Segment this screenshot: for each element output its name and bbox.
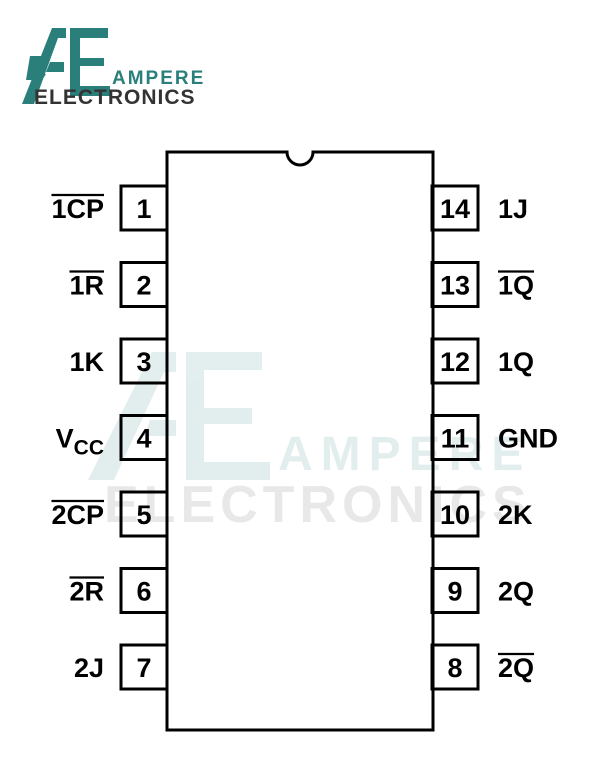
pin-number: 6 bbox=[136, 577, 151, 607]
pin-label: 1Q bbox=[498, 271, 534, 301]
pin-box bbox=[430, 414, 480, 461]
pin-7: 7 2J bbox=[74, 643, 169, 691]
pin-5: 5 2CP bbox=[51, 490, 169, 538]
pin-label-text: 2R bbox=[69, 577, 104, 607]
pin-label-text: 1J bbox=[498, 194, 528, 224]
pin-label-text: 1K bbox=[69, 347, 104, 377]
pin-box bbox=[119, 567, 169, 614]
logo-bolt-icon bbox=[26, 56, 46, 102]
pin-label: 2Q bbox=[498, 653, 534, 683]
pin-number: 9 bbox=[447, 577, 462, 607]
pin-box bbox=[430, 261, 480, 308]
pin-label-text: 2Q bbox=[498, 653, 534, 683]
pin-2: 2 1R bbox=[69, 261, 169, 308]
pin-label-text: 1R bbox=[69, 271, 104, 301]
pin-label-text: 2Q bbox=[498, 577, 534, 607]
watermark-ampere: AMPERE bbox=[278, 428, 531, 481]
pin-number: 2 bbox=[136, 271, 151, 301]
pin-label-subscript: CC bbox=[74, 437, 104, 460]
pin-label-text: 2J bbox=[74, 653, 104, 683]
logo: AMPERE ELECTRONICS bbox=[22, 28, 205, 109]
pin-box bbox=[119, 261, 169, 308]
logo-ampere-text: AMPERE bbox=[112, 68, 205, 89]
pin-label-text: 2K bbox=[498, 500, 533, 530]
pin-number: 4 bbox=[136, 424, 151, 454]
pin-number: 8 bbox=[447, 653, 462, 683]
pin-box bbox=[119, 490, 169, 538]
pin-1: 1 1CP bbox=[51, 184, 169, 232]
pin-label: 1K bbox=[69, 347, 104, 377]
pin-number: 10 bbox=[440, 500, 470, 530]
pin-number: 5 bbox=[136, 500, 151, 530]
pin-label: 1CP bbox=[51, 194, 104, 224]
ic-body bbox=[165, 150, 435, 732]
pin-number: 3 bbox=[136, 347, 151, 377]
pin-12: 12 1Q bbox=[430, 337, 534, 385]
pin-4: 4 VCC bbox=[56, 414, 169, 461]
pin-label-text: 2CP bbox=[51, 500, 104, 530]
watermark-electronics: ELECTRONICS bbox=[104, 476, 532, 534]
pin-number: 11 bbox=[441, 424, 470, 454]
pin-box bbox=[430, 337, 480, 385]
pin-13: 13 1Q bbox=[430, 261, 535, 308]
pin-11: 11 GND bbox=[430, 414, 558, 461]
pin-box bbox=[430, 643, 480, 691]
pin-label: VCC bbox=[56, 424, 104, 460]
pin-label: 2J bbox=[74, 653, 104, 683]
pin-label: GND bbox=[498, 424, 558, 454]
left-pins: 1 1CP 2 1R 3 1K 4 VCC 5 2CP 6 2R 7 2J bbox=[51, 184, 169, 691]
pin-label-text: 1CP bbox=[51, 194, 104, 224]
pin-box bbox=[119, 414, 169, 461]
pin-label: 2R bbox=[69, 577, 104, 607]
pin-14: 14 1J bbox=[430, 184, 528, 232]
pin-box bbox=[119, 643, 169, 691]
watermark: AMPERE ELECTRONICS bbox=[88, 352, 532, 534]
pin-label-text: 1Q bbox=[498, 347, 534, 377]
pin-label: 1Q bbox=[498, 347, 534, 377]
pin-number: 13 bbox=[440, 271, 470, 301]
pin-label-text: GND bbox=[498, 424, 558, 454]
pin-label: 1R bbox=[69, 271, 104, 301]
pin-label: 1J bbox=[498, 194, 528, 224]
pin-box bbox=[119, 337, 169, 385]
pin-label: 2CP bbox=[51, 500, 104, 530]
pin-box bbox=[430, 490, 480, 538]
pin-box bbox=[119, 184, 169, 232]
watermark-mark-icon bbox=[88, 352, 270, 480]
pin-box bbox=[430, 184, 480, 232]
pin-number: 14 bbox=[440, 194, 470, 224]
pin-label-text: V bbox=[56, 424, 74, 454]
pin-8: 8 2Q bbox=[430, 643, 535, 691]
logo-electronics-text: ELECTRONICS bbox=[34, 86, 196, 109]
pin-number: 1 bbox=[136, 194, 151, 224]
pin-9: 9 2Q bbox=[430, 567, 534, 614]
pin-box bbox=[430, 567, 480, 614]
right-pins: 14 1J 13 1Q 12 1Q 11 GND 10 2K 9 2Q 8 2Q bbox=[430, 184, 558, 691]
pin-6: 6 2R bbox=[69, 567, 169, 614]
pin-3: 3 1K bbox=[69, 337, 169, 385]
pin-label: 2Q bbox=[498, 577, 534, 607]
pin-label-text: 1Q bbox=[498, 271, 534, 301]
pin-10: 10 2K bbox=[430, 490, 533, 538]
pin-label: 2K bbox=[498, 500, 533, 530]
pin-number: 7 bbox=[136, 653, 151, 683]
pin-number: 12 bbox=[440, 347, 470, 377]
